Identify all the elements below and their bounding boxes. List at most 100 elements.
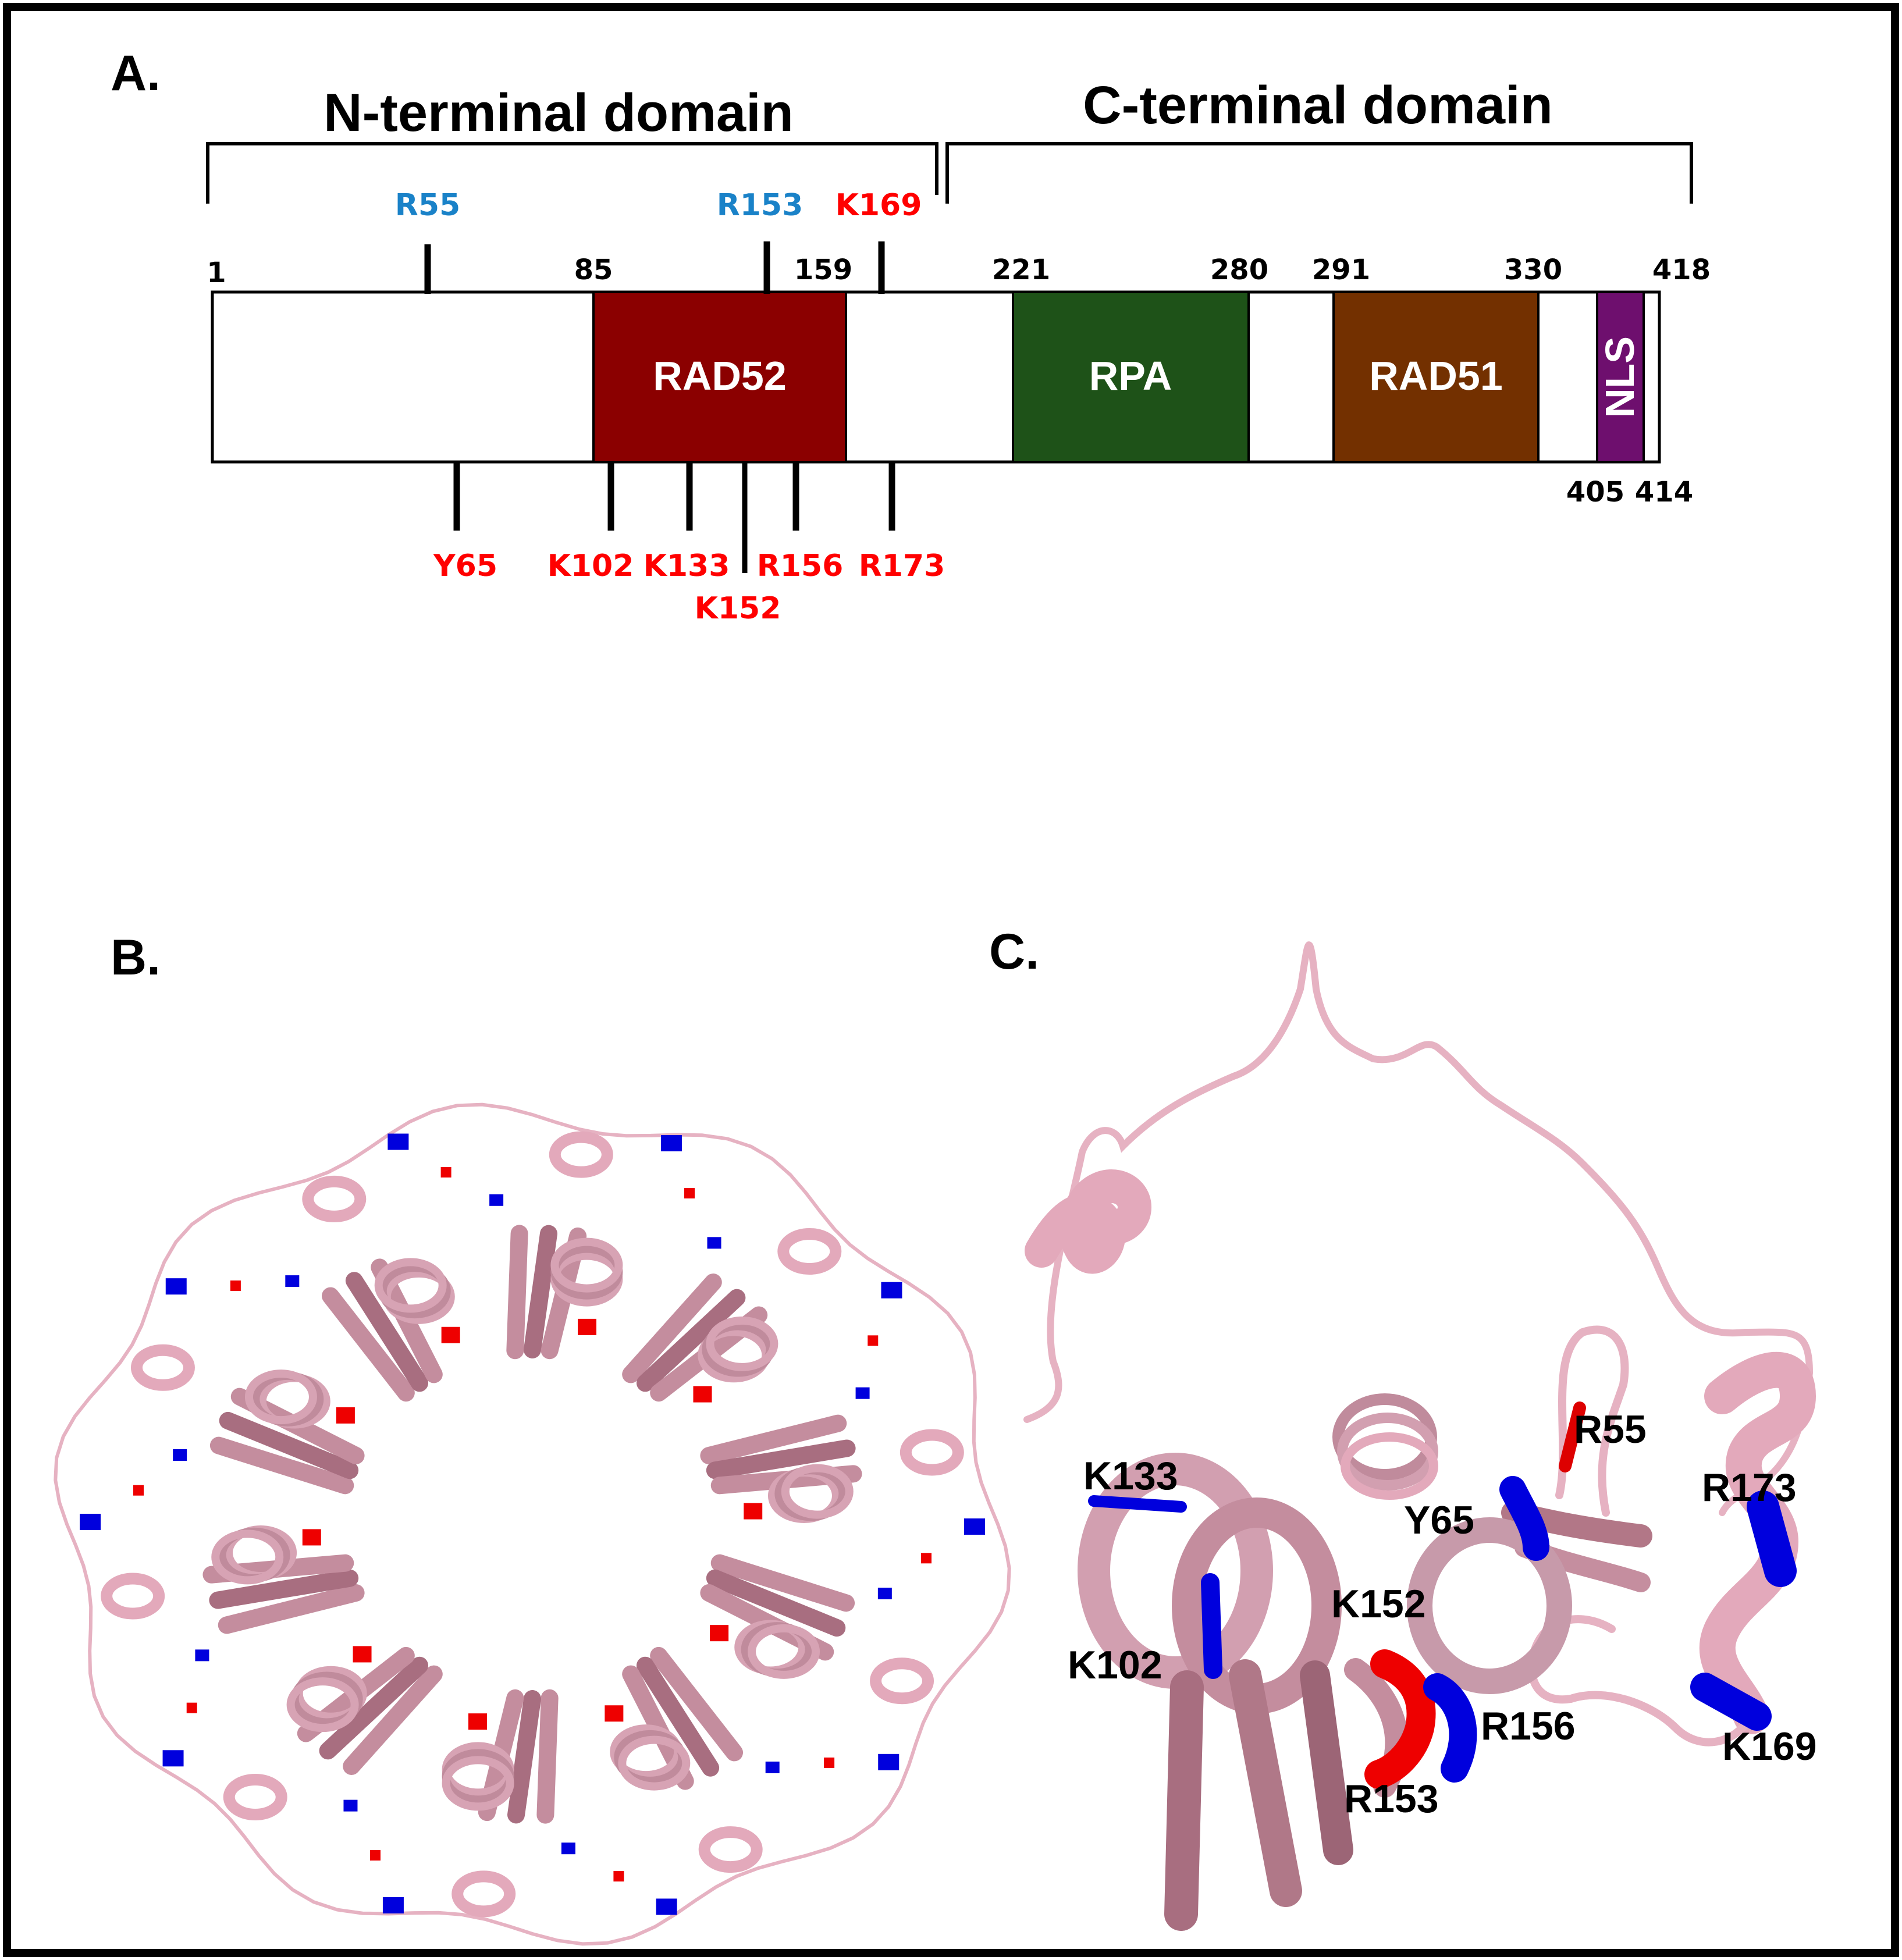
beta-strand-2: [1229, 1659, 1302, 1907]
ring-outer-helix: [870, 1657, 934, 1705]
ring-red-highlight: [441, 1326, 460, 1343]
rad51-label: RAD51: [1369, 353, 1503, 399]
ring-red-highlight: [824, 1757, 835, 1768]
k102-highlight: [1201, 1573, 1222, 1679]
ring-red-highlight: [353, 1646, 372, 1663]
rpa-label: RPA: [1089, 353, 1172, 399]
position-291: 291: [1312, 254, 1370, 286]
ring-helix: [618, 1735, 691, 1791]
ring-helix: [442, 1756, 514, 1811]
ring-helix: [781, 1464, 854, 1519]
monomer-structure: [1023, 941, 1816, 1931]
n-terminal-domain-title: N-terminal domain: [323, 83, 794, 143]
ring-red-highlight: [868, 1335, 879, 1346]
ring-beta-strand: [706, 1439, 856, 1479]
rad52-domain-box: [592, 291, 847, 463]
position-405: 405: [1566, 476, 1624, 508]
ring-outer-helix: [101, 1573, 165, 1620]
ring-red-highlight: [613, 1871, 624, 1882]
ring-red-highlight: [920, 1553, 932, 1564]
label-r173: R173: [1702, 1465, 1797, 1510]
flexible-loop: [1023, 941, 1814, 1516]
rad52-label: RAD52: [653, 353, 787, 399]
ring-blue-highlight: [80, 1513, 101, 1530]
ring-blue-highlight: [561, 1842, 575, 1855]
central-helix-c: [1341, 1432, 1438, 1500]
label-r153: R153: [1344, 1777, 1439, 1821]
ring-beta-strand: [506, 1225, 528, 1360]
ring-blue-highlight: [881, 1282, 902, 1299]
nls-label: NLS: [1597, 336, 1643, 418]
label-k169: K169: [1722, 1724, 1817, 1769]
ring-blue-highlight: [855, 1387, 870, 1399]
residue-k152: K152: [695, 591, 781, 626]
ring-blue-highlight: [877, 1588, 892, 1600]
ring-blue-highlight: [165, 1278, 187, 1295]
ring-red-highlight: [369, 1850, 381, 1861]
ring-beta-strand: [710, 1554, 855, 1612]
ring-beta-strand: [321, 1287, 415, 1402]
ring-red-highlight: [684, 1187, 695, 1198]
ring-outer-helix: [549, 1131, 613, 1178]
c-terminal-domain-title: C-terminal domain: [1083, 76, 1553, 135]
r173-highlight: [1747, 1491, 1797, 1587]
outer-loop-ring: [54, 1102, 1011, 1946]
position-280: 280: [1210, 254, 1268, 286]
ring-beta-strand: [650, 1646, 744, 1762]
ring-red-highlight: [230, 1280, 241, 1292]
left-helix-a: [1078, 1453, 1273, 1689]
ring-blue-highlight: [964, 1518, 985, 1535]
ring-red-highlight: [133, 1485, 144, 1496]
ring-beta-strand: [209, 1436, 354, 1495]
ring-red-highlight: [186, 1702, 197, 1713]
label-y65: Y65: [1404, 1498, 1474, 1542]
label-k102: K102: [1068, 1643, 1162, 1687]
beta-strand-3: [1300, 1660, 1353, 1865]
c-terminal-bracket: [945, 142, 1693, 204]
ring-red-highlight: [468, 1713, 487, 1730]
ring-outer-helix: [900, 1429, 964, 1476]
residue-r153-top: R153: [717, 188, 804, 223]
ring-blue-highlight: [765, 1761, 780, 1773]
ring-beta-strand: [219, 1411, 359, 1479]
beta-strand-1: [1164, 1670, 1204, 1931]
panel-a-label: A.: [111, 45, 161, 101]
ring-blue-highlight: [173, 1449, 187, 1461]
r55-highlight: [1559, 1401, 1586, 1472]
residue-k169-top: K169: [836, 188, 922, 223]
nls-domain-box: [1596, 291, 1645, 463]
ring-beta-strand: [524, 1225, 557, 1358]
ring-red-highlight: [710, 1625, 729, 1642]
panel-c-label: C.: [989, 924, 1039, 980]
ring-blue-highlight: [878, 1753, 900, 1770]
upper-helix: [1025, 1169, 1151, 1274]
ring-beta-strand: [636, 1289, 746, 1392]
ring-red-highlight: [605, 1705, 624, 1722]
position-418: 418: [1652, 254, 1711, 286]
ring-blue-highlight: [707, 1237, 721, 1249]
ring-beta-strand: [706, 1569, 846, 1637]
ring-blue-highlight: [661, 1135, 682, 1152]
rpa-domain-box: [1012, 291, 1250, 463]
ring-red-highlight: [744, 1503, 763, 1520]
ring-outer-helix: [451, 1870, 516, 1918]
ring-red-highlight: [578, 1318, 597, 1335]
ring-beta-strand: [209, 1569, 359, 1609]
ring-beta-strand: [343, 1665, 443, 1775]
ring-red-highlight: [302, 1529, 321, 1546]
residue-k102: K102: [548, 549, 634, 584]
ring-blue-highlight: [656, 1898, 677, 1915]
ring-helix: [748, 1624, 820, 1679]
position-414: 414: [1635, 476, 1693, 508]
ring-blue-highlight: [382, 1897, 404, 1913]
ring-outer-helix: [223, 1774, 287, 1821]
r153-highlight: [1364, 1649, 1436, 1789]
residue-y65: Y65: [433, 549, 497, 584]
ring-beta-strand: [345, 1272, 429, 1392]
ring-red-highlight: [336, 1407, 355, 1424]
ring-outer-helix: [777, 1228, 842, 1275]
ring-helix: [244, 1369, 317, 1425]
k169-highlight: [1690, 1673, 1772, 1731]
ring-outer-helix: [698, 1826, 763, 1873]
